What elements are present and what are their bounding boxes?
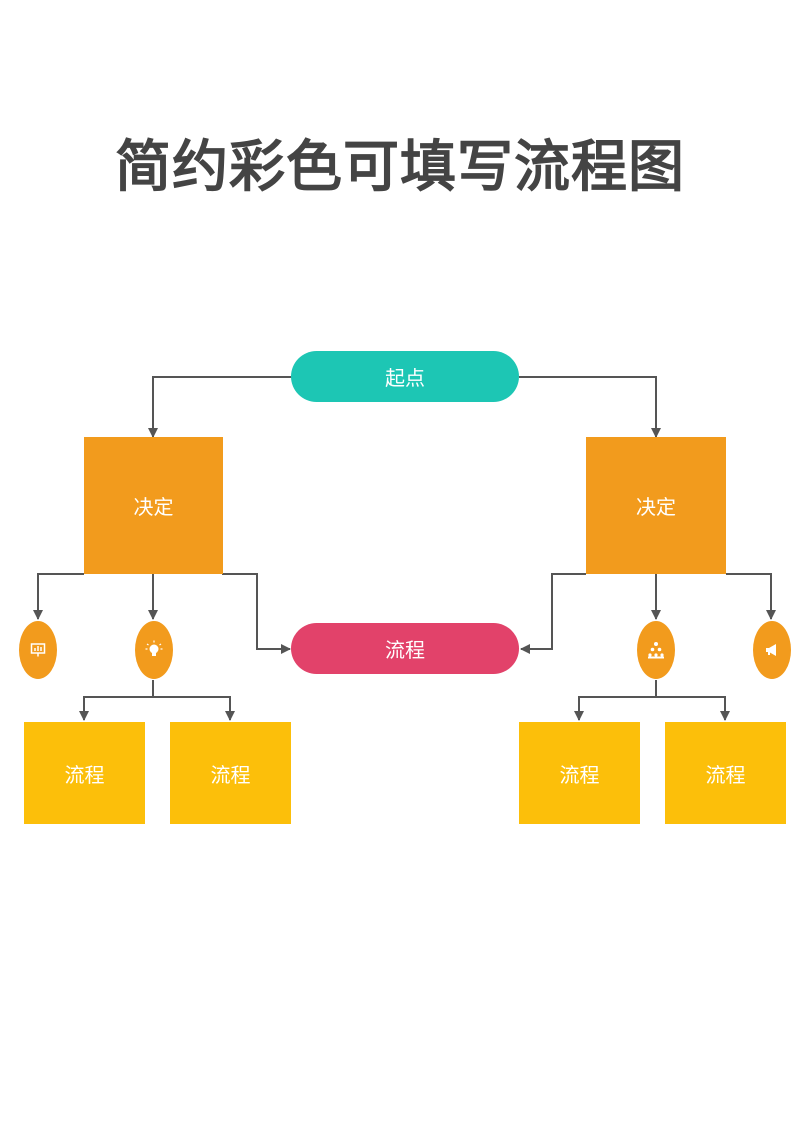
process-node-lower-right-2[interactable]: 流程 [665, 722, 786, 824]
process-node-label: 流程 [210, 762, 251, 787]
process-node-lower-left-2[interactable]: 流程 [170, 722, 291, 824]
presentation-chart-icon[interactable] [19, 621, 57, 679]
connector-org-to-process-rl [574, 680, 657, 721]
connector-start-to-right-decision [519, 376, 661, 438]
process-node-label: 流程 [705, 762, 746, 787]
decision-node-right[interactable]: 决定 [586, 437, 726, 574]
start-node-label: 起点 [385, 366, 425, 390]
process-node-label: 流程 [385, 638, 425, 662]
start-node[interactable]: 起点 [291, 351, 519, 402]
org-chart-icon[interactable] [637, 621, 675, 679]
connector-org-to-process-rr [656, 696, 730, 721]
process-node-label: 流程 [559, 762, 600, 787]
process-node-lower-left-1[interactable]: 流程 [24, 722, 145, 824]
lightbulb-icon[interactable] [135, 621, 173, 679]
connector-left-decision-to-chart-icon [33, 573, 84, 620]
connector-bulb-to-process-ll [79, 680, 154, 721]
process-node-label: 流程 [64, 762, 105, 787]
connector-right-decision-to-megaphone-icon [726, 573, 776, 620]
decision-node-label: 决定 [133, 495, 174, 519]
megaphone-icon[interactable] [753, 621, 791, 679]
connector-bulb-to-process-lr [153, 696, 235, 721]
process-node-lower-right-1[interactable]: 流程 [519, 722, 640, 824]
process-node-center[interactable]: 流程 [291, 623, 519, 674]
decision-node-left[interactable]: 决定 [84, 437, 223, 574]
page-title: 简约彩色可填写流程图 [115, 135, 685, 200]
decision-node-label: 决定 [636, 495, 676, 519]
connector-right-decision-to-center-process [520, 573, 586, 654]
connector-left-decision-to-center-process [222, 573, 291, 654]
connector-start-to-left-decision [148, 376, 292, 438]
